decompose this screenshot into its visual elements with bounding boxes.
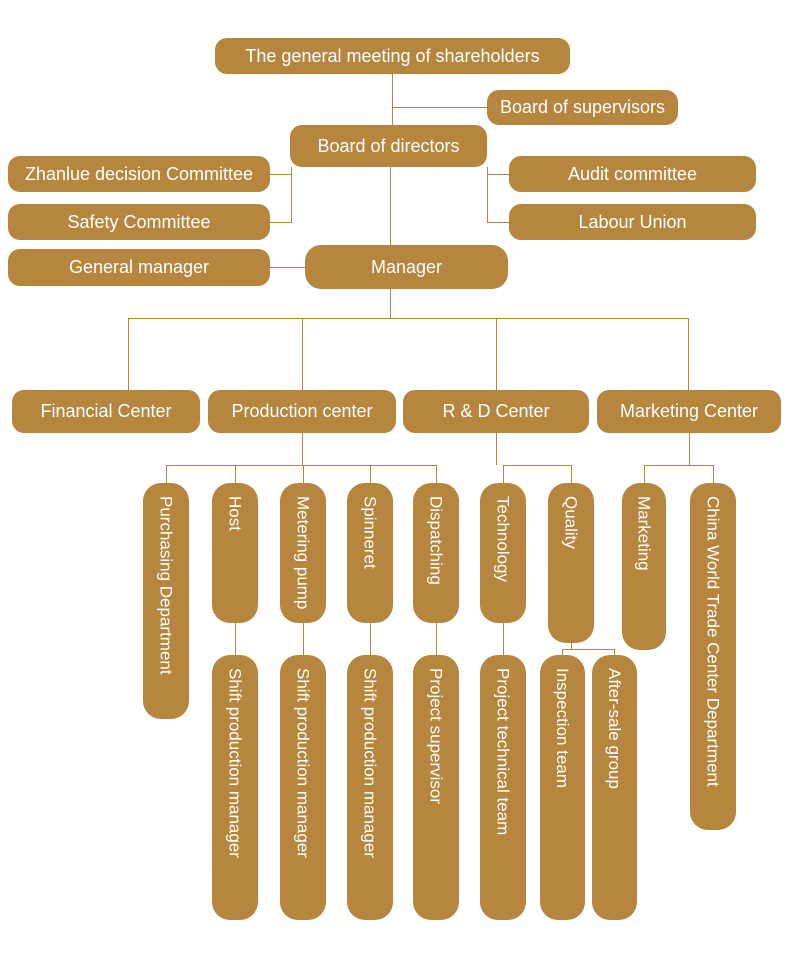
- org-node-audit-committee: Audit committee: [509, 156, 756, 192]
- org-node-financial-center: Financial Center: [12, 390, 200, 433]
- connector: [392, 74, 393, 125]
- connector: [503, 623, 504, 655]
- connector: [571, 465, 572, 483]
- connector: [644, 465, 714, 466]
- connector: [270, 222, 291, 223]
- org-node-label: Project supervisor: [426, 668, 446, 805]
- org-node-technology: Technology: [480, 483, 526, 623]
- connector: [302, 433, 303, 465]
- org-node-spinneret: Spinneret: [347, 483, 393, 623]
- connector: [689, 433, 690, 465]
- connector: [614, 649, 615, 655]
- org-node-label: China World Trade Center Department: [703, 496, 723, 787]
- connector: [562, 649, 615, 650]
- org-node-project-supervisor: Project supervisor: [413, 655, 459, 920]
- org-node-marketing: Marketing: [622, 483, 666, 650]
- connector: [370, 623, 371, 655]
- org-node-label: Shift production manager: [293, 668, 313, 858]
- connector: [270, 174, 291, 175]
- connector: [487, 174, 509, 175]
- connector: [303, 623, 304, 655]
- org-node-label: After-sale group: [605, 668, 624, 789]
- org-node-purchasing-department: Purchasing Department: [143, 483, 189, 719]
- connector: [487, 222, 509, 223]
- org-node-safety-committee: Safety Committee: [8, 204, 270, 240]
- org-node-dispatching: Dispatching: [413, 483, 459, 623]
- connector: [270, 267, 305, 268]
- connector: [302, 318, 303, 390]
- org-node-label: Technology: [493, 496, 513, 583]
- connector: [166, 465, 437, 466]
- org-node-board-directors: Board of directors: [290, 125, 487, 167]
- org-node-label: Host: [225, 496, 245, 531]
- connector: [166, 465, 167, 483]
- org-node-label: Inspection team: [553, 668, 572, 789]
- org-node-after-sale-group: After-sale group: [592, 655, 637, 920]
- connector: [496, 318, 497, 390]
- org-node-label: Quality: [561, 496, 581, 549]
- connector: [571, 643, 572, 650]
- org-node-label: Marketing: [634, 496, 654, 571]
- org-node-rd-center: R & D Center: [403, 390, 589, 433]
- org-node-manager: Manager: [305, 245, 508, 289]
- org-node-zhanlue-committee: Zhanlue decision Committee: [8, 156, 270, 192]
- org-node-label: Shift production manager: [225, 668, 245, 858]
- org-node-china-world-trade-center: China World Trade Center Department: [690, 483, 736, 830]
- connector: [688, 318, 689, 390]
- org-node-production-center: Production center: [208, 390, 396, 433]
- org-node-inspection-team: Inspection team: [540, 655, 585, 920]
- connector: [713, 465, 714, 483]
- org-node-host: Host: [212, 483, 258, 623]
- connector: [503, 465, 572, 466]
- connector: [644, 465, 645, 483]
- org-node-label: Shift production manager: [360, 668, 380, 858]
- org-node-labour-union: Labour Union: [509, 204, 756, 240]
- org-node-label: Metering pump: [293, 496, 313, 610]
- org-node-shift-production-manager-3: Shift production manager: [347, 655, 393, 920]
- connector: [370, 465, 371, 483]
- org-node-board-supervisors: Board of supervisors: [487, 90, 678, 125]
- org-node-shift-production-manager-1: Shift production manager: [212, 655, 258, 920]
- org-node-shift-production-manager-2: Shift production manager: [280, 655, 326, 920]
- org-node-project-technical-team: Project technical team: [480, 655, 526, 920]
- connector: [291, 167, 292, 223]
- org-node-label: Dispatching: [426, 496, 446, 585]
- connector: [562, 649, 563, 655]
- connector: [128, 318, 688, 319]
- connector: [128, 318, 129, 390]
- org-node-label: Project technical team: [493, 668, 513, 836]
- connector: [235, 623, 236, 655]
- connector: [392, 107, 487, 108]
- connector: [303, 465, 304, 483]
- connector: [503, 465, 504, 483]
- connector: [436, 623, 437, 655]
- org-node-shareholders: The general meeting of shareholders: [215, 38, 570, 74]
- org-node-metering-pump: Metering pump: [280, 483, 326, 623]
- connector: [390, 167, 391, 245]
- connector: [487, 167, 488, 223]
- connector: [235, 465, 236, 483]
- org-node-quality: Quality: [548, 483, 594, 643]
- org-node-label: Spinneret: [360, 496, 380, 569]
- connector: [436, 465, 437, 483]
- connector: [496, 433, 497, 465]
- org-node-general-manager: General manager: [8, 249, 270, 286]
- connector: [390, 289, 391, 318]
- org-node-label: Purchasing Department: [156, 496, 176, 675]
- org-node-marketing-center: Marketing Center: [597, 390, 781, 433]
